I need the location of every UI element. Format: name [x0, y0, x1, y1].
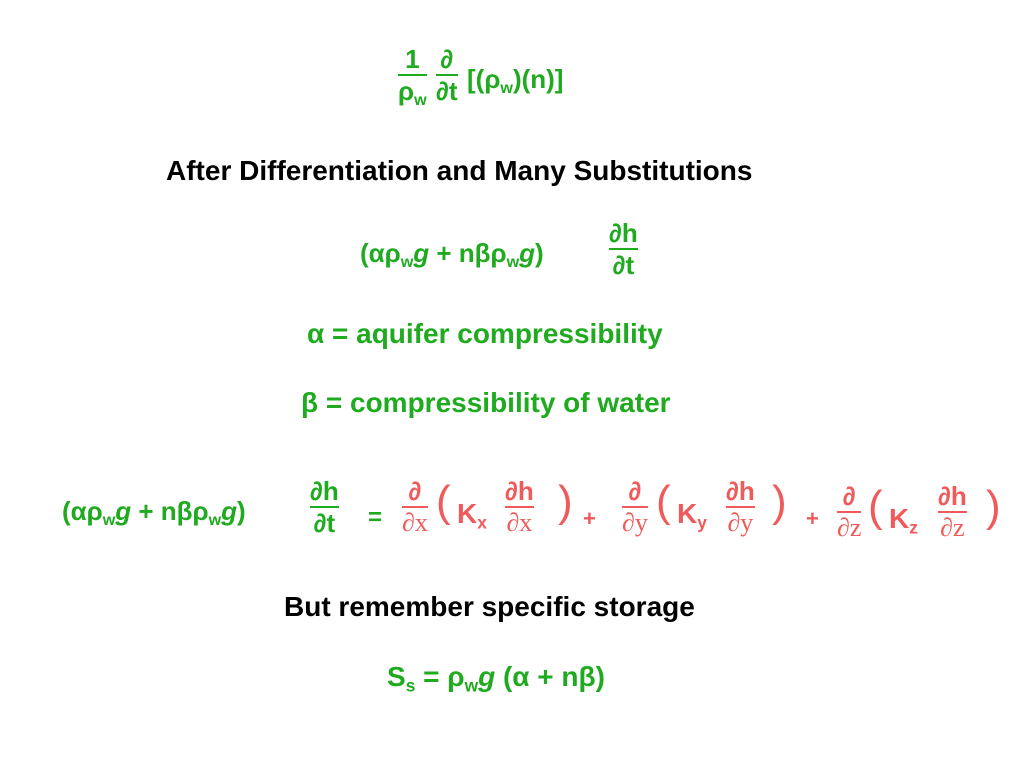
- fraction-bar: [436, 74, 458, 76]
- term-z-d-dz: ∂∂z: [837, 481, 862, 542]
- eq3-dh-dt: ∂h ∂t: [310, 476, 339, 538]
- term-y-close-paren: ): [772, 477, 787, 526]
- beta-definition: β = compressibility of water: [301, 387, 671, 418]
- term-y-d-dy: ∂∂y: [622, 476, 648, 537]
- eq1-fraction-one: 1 ρw: [398, 44, 427, 110]
- eq2-dh-dt: ∂h ∂t: [609, 218, 638, 280]
- term-z-dh-dz: ∂h∂z: [938, 481, 967, 542]
- term-x-close-paren: ): [558, 477, 573, 526]
- eq3-storage-term: (αρwg + nβρwg): [62, 496, 246, 530]
- eq2-storage-term: (αρwg + nβρwg): [360, 238, 544, 272]
- eq1-partial-den: ∂t: [436, 76, 458, 106]
- heading-after-differentiation: After Differentiation and Many Substitut…: [166, 155, 753, 186]
- eq1-one: 1: [405, 44, 420, 74]
- term-x-d-dx: ∂∂x: [402, 476, 428, 537]
- fraction-bar: [310, 506, 339, 508]
- plus-1: +: [583, 506, 596, 531]
- fraction-bar: [609, 248, 638, 250]
- eq3-equals: =: [368, 504, 383, 531]
- heading-specific-storage: But remember specific storage: [284, 591, 695, 622]
- alpha-definition: α = aquifer compressibility: [307, 318, 663, 349]
- fraction-bar: [398, 74, 427, 76]
- term-y-dh-dy: ∂h∂y: [726, 476, 755, 537]
- term-x-kx: Kx: [457, 498, 487, 533]
- eq1-rho-w: ρw: [398, 76, 427, 110]
- term-z-open-paren: (: [868, 482, 883, 531]
- plus-2: +: [806, 506, 819, 531]
- term-y-ky: Ky: [677, 498, 707, 533]
- term-x-dh-dx: ∂h∂x: [505, 476, 534, 537]
- term-y-open-paren: (: [656, 477, 671, 526]
- term-z-kz: Kz: [889, 503, 918, 538]
- term-z-close-paren: ): [986, 482, 1001, 531]
- eq1-partial-t: ∂ ∂t: [436, 46, 458, 104]
- term-x-open-paren: (: [436, 477, 451, 526]
- eq1-bracket-expression: [(ρw)(n)]: [467, 64, 564, 98]
- eq1-partial-num: ∂: [440, 44, 454, 74]
- eq4-specific-storage: Ss = ρwg (α + nβ): [387, 661, 605, 696]
